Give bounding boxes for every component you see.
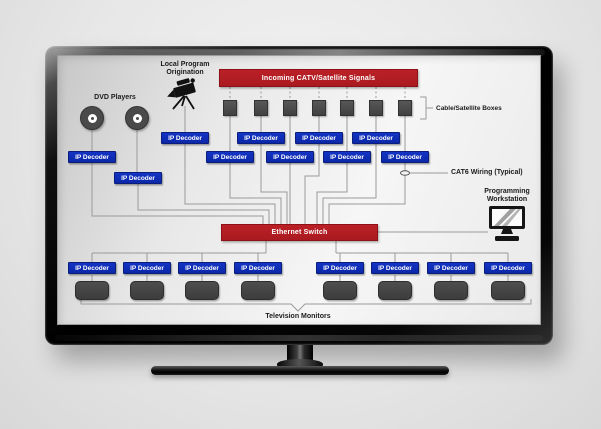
cable-satellite-box-icon	[312, 100, 326, 116]
cable-satellite-box-icon	[283, 100, 297, 116]
ip-decoder-label: IP Decoder	[378, 264, 412, 272]
television-monitor-icon	[434, 281, 468, 300]
dvd-disc-icon	[80, 106, 104, 130]
cable-satellite-boxes-label: Cable/Satellite Boxes	[436, 105, 502, 112]
television-monitor-icon	[323, 281, 357, 300]
ip-decoder-box: IP Decoder	[484, 262, 532, 274]
cat6-wiring-label: CAT6 Wiring (Typical)	[451, 169, 523, 176]
monitors-bracket	[80, 299, 532, 312]
programming-workstation-label: Programming Workstation	[484, 188, 530, 203]
cable-satellite-box-icon	[398, 100, 412, 116]
signal-dashed-lines	[229, 87, 406, 100]
dvd-players-label: DVD Players	[94, 94, 136, 101]
ip-decoder-box: IP Decoder	[234, 262, 282, 274]
tv-frame: Incoming CATV/Satellite Signals Cable/Sa…	[45, 46, 553, 345]
tv-stand-neck-flare	[277, 359, 323, 369]
ip-decoder-label: IP Decoder	[434, 264, 468, 272]
ethernet-switch-label: Ethernet Switch	[271, 229, 328, 236]
ip-decoder-label: IP Decoder	[244, 134, 278, 142]
ip-decoder-box: IP Decoder	[295, 132, 343, 144]
ip-decoder-box: IP Decoder	[68, 262, 116, 274]
cable-satellite-box-icon	[340, 100, 354, 116]
incoming-signals-bar: Incoming CATV/Satellite Signals	[219, 69, 418, 87]
ip-decoder-label: IP Decoder	[388, 153, 422, 161]
television-monitor-icon	[241, 281, 275, 300]
ip-decoder-box: IP Decoder	[316, 262, 364, 274]
ip-decoder-label: IP Decoder	[273, 153, 307, 161]
television-monitor-icon	[130, 281, 164, 300]
ip-decoder-label: IP Decoder	[491, 264, 525, 272]
ip-decoder-label: IP Decoder	[121, 174, 155, 182]
cable-satellite-box-icon	[223, 100, 237, 116]
incoming-signals-label: Incoming CATV/Satellite Signals	[261, 74, 376, 82]
ip-decoder-label: IP Decoder	[185, 264, 219, 272]
ip-decoder-label: IP Decoder	[302, 134, 336, 142]
ip-decoder-box: IP Decoder	[381, 151, 429, 163]
tv-bezel-bottom-gloss	[55, 335, 543, 341]
cable-satellite-box-icon	[369, 100, 383, 116]
television-monitor-icon	[491, 281, 525, 300]
tv-screen-diagram: Incoming CATV/Satellite Signals Cable/Sa…	[57, 55, 541, 325]
tv-bezel-gloss	[53, 49, 545, 56]
switch-to-monitor-bus-lines	[91, 241, 509, 262]
ethernet-switch-bar: Ethernet Switch	[221, 224, 378, 241]
ip-decoder-box: IP Decoder	[68, 151, 116, 163]
cable-satellite-box-icon	[254, 100, 268, 116]
workstation-icon	[489, 206, 525, 241]
video-camera-icon	[167, 78, 196, 110]
cat6-connector-icon	[400, 170, 410, 176]
box-to-decoder-lines	[229, 116, 406, 151]
local-program-origination-label: Local Program Origination	[160, 61, 210, 76]
ip-decoder-label: IP Decoder	[75, 153, 109, 161]
ip-decoder-label: IP Decoder	[323, 264, 357, 272]
cable-boxes-bracket	[420, 96, 433, 120]
ip-decoder-box: IP Decoder	[206, 151, 254, 163]
ip-decoder-label: IP Decoder	[241, 264, 275, 272]
dvd-disc-icon	[125, 106, 149, 130]
ip-decoder-label: IP Decoder	[359, 134, 393, 142]
tv-stand-base	[151, 366, 449, 375]
ip-decoder-box: IP Decoder	[178, 262, 226, 274]
ip-decoder-box: IP Decoder	[371, 262, 419, 274]
ip-decoder-label: IP Decoder	[75, 264, 109, 272]
ip-decoder-box: IP Decoder	[352, 132, 400, 144]
ip-decoder-label: IP Decoder	[213, 153, 247, 161]
ip-decoder-box: IP Decoder	[323, 151, 371, 163]
television-monitor-icon	[185, 281, 219, 300]
ip-decoder-label: IP Decoder	[330, 153, 364, 161]
ip-decoder-box: IP Decoder	[427, 262, 475, 274]
television-monitor-icon	[75, 281, 109, 300]
ip-decoder-box: IP Decoder	[114, 172, 162, 184]
television-monitors-label: Television Monitors	[265, 313, 331, 320]
ip-decoder-box: IP Decoder	[161, 132, 209, 144]
decoder-to-switch-lines	[91, 144, 406, 224]
ip-decoder-box: IP Decoder	[123, 262, 171, 274]
ip-decoder-label: IP Decoder	[130, 264, 164, 272]
decoder-to-monitor-lines	[91, 275, 509, 281]
ip-decoder-label: IP Decoder	[168, 134, 202, 142]
ip-decoder-box: IP Decoder	[237, 132, 285, 144]
television-monitor-icon	[378, 281, 412, 300]
ip-decoder-box: IP Decoder	[266, 151, 314, 163]
